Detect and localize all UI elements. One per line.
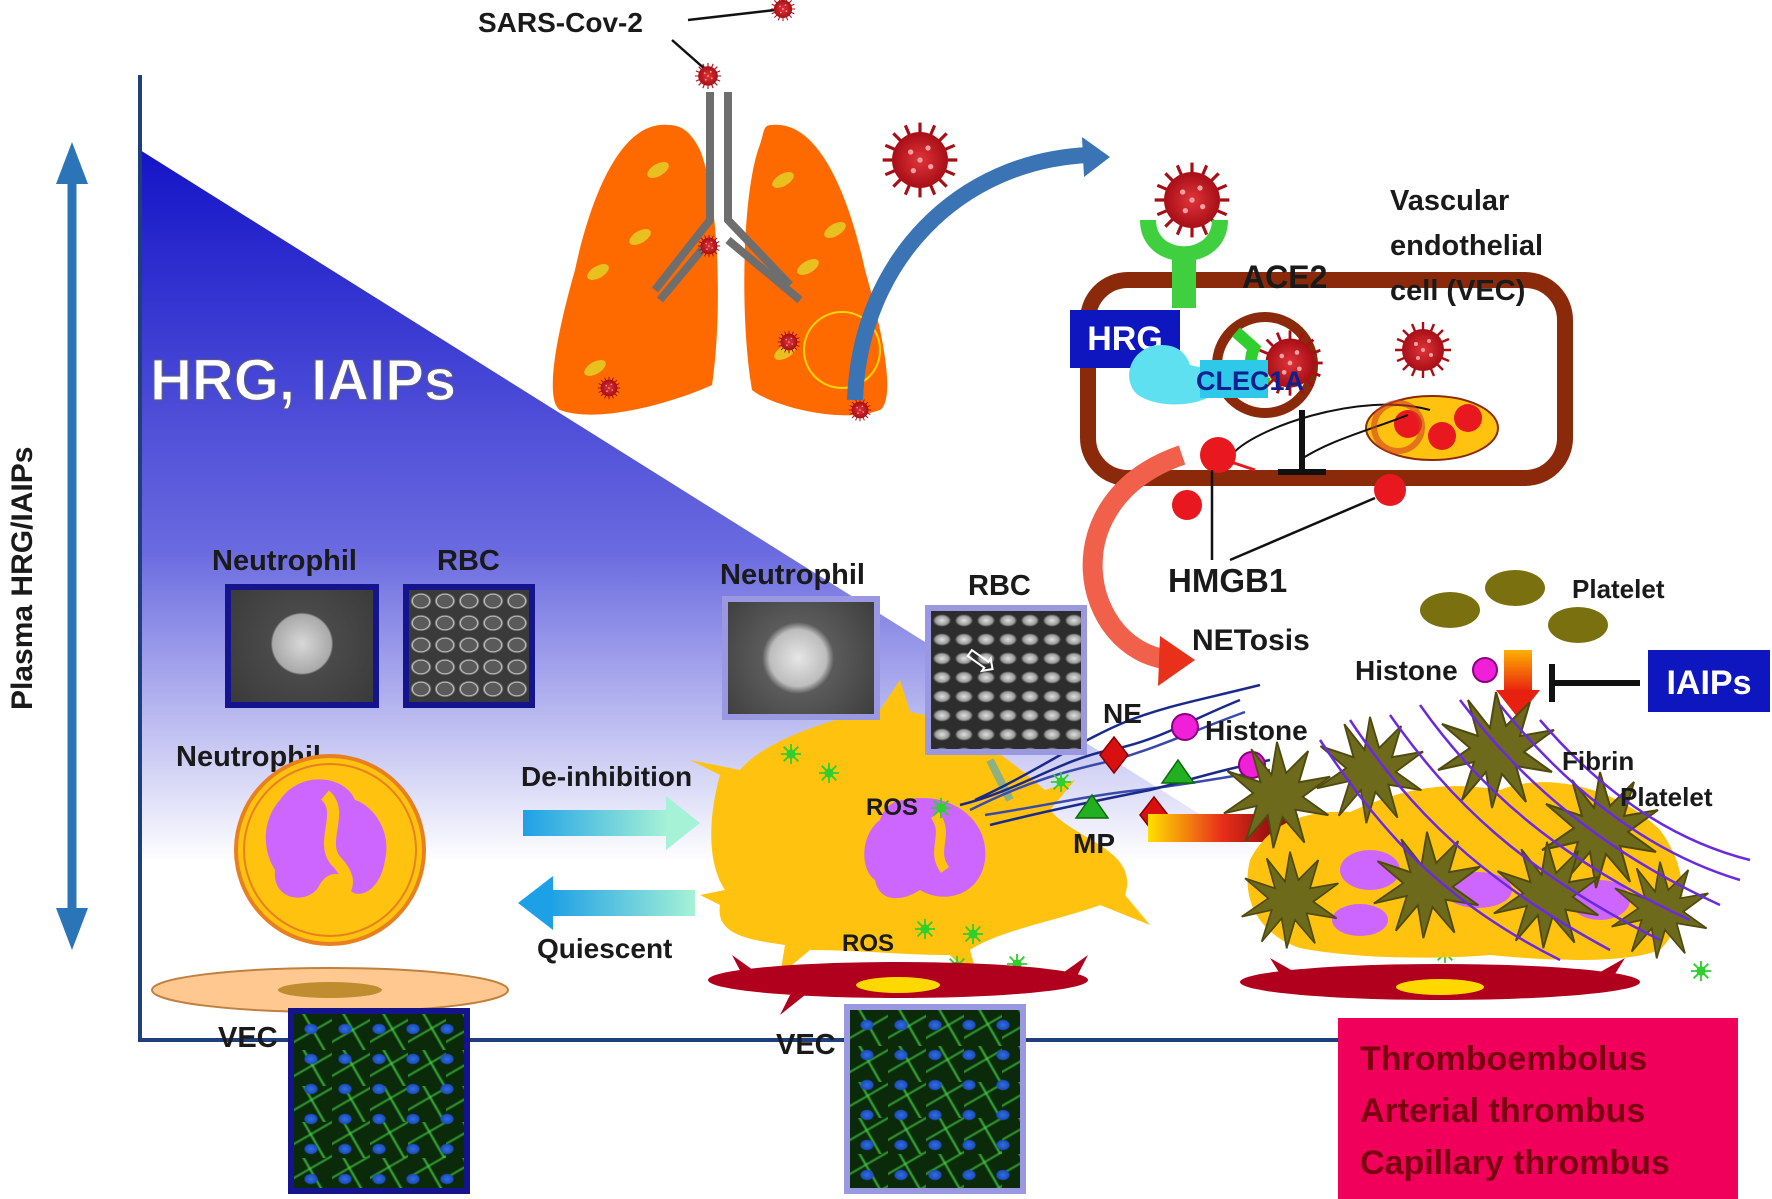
infection-arrow-icon [847,137,1110,401]
ros-icon [818,762,840,784]
virus-icon [881,121,959,199]
outcome-line-1: Thromboembolus [1360,1040,1647,1078]
left-neutrophil-img-label: Neutrophil [212,545,357,577]
clec1a-label: CLEC1A [1196,366,1304,396]
platelet-top-label: Platelet [1572,574,1665,604]
deinhibition-label: De-inhibition [521,761,692,792]
arrow-icon: ⇨ [954,632,1009,690]
left-vec-label: VEC [218,1022,278,1054]
clec1a-receptor-icon [1129,345,1268,405]
vec-title-line2: endothelial [1390,230,1543,262]
middle-vec-label: VEC [776,1029,836,1061]
ros-bottom-label: ROS [842,930,894,957]
middle-neutrophil-img-label: Neutrophil [720,559,865,591]
histone-right-label: Histone [1205,715,1308,746]
mp-icon [1160,758,1196,784]
ne-icon [1099,735,1129,775]
histone-icon [1472,657,1498,683]
vec-title-line1: Vascular [1390,185,1509,217]
vec-title-line3: cell (VEC) [1390,275,1525,307]
netosis-arrow-icon [1082,445,1195,686]
virus-icon [770,0,796,22]
outcome-box [1338,1018,1738,1199]
vascular-endothelial-cell [1080,272,1573,486]
mp-icon [1074,793,1110,819]
platelet-cluster [1420,570,1608,643]
ros-icon [962,923,984,945]
mp-label: MP [1073,828,1115,859]
vec-layer-middle [708,955,1088,1015]
gradient-label: HRG, IAIPs [150,348,456,413]
ace2-receptor-icon [1140,220,1228,308]
iaips-inhibition-icon [1549,664,1640,702]
platelet-right-label: Platelet [1620,782,1713,812]
y-axis-label: Plasma HRG/IAIPs [6,447,39,710]
ros-icon [1690,960,1712,982]
fibrin-label: Fibrin [1562,746,1634,776]
middle-rbc-img-label: RBC [968,570,1031,602]
outcome-line-3: Capillary thrombus [1360,1144,1670,1182]
virus-icon [694,62,722,90]
vec-micrograph-left [288,1008,470,1194]
ace2-label: ACE2 [1242,259,1327,295]
hmgb1-molecules [1172,437,1406,520]
virus-label: SARS-Cov-2 [478,7,643,38]
ros-icon [914,918,936,940]
ros-icon [780,743,802,765]
platelet-activation-arrow-icon [1496,650,1540,718]
histone-icon [1171,713,1199,741]
ros-icon [1050,771,1072,793]
quiescent-label: Quiescent [537,933,672,964]
lungs-illustration [552,92,888,422]
inhibition-icon [1278,410,1326,475]
ros-top-label: ROS [866,794,918,821]
quiescent-neutrophil [234,754,426,946]
double-arrow-icon [56,142,88,950]
netosis-label: NETosis [1192,624,1310,657]
activated-neutrophil [690,680,1150,985]
vec-layer-right [1240,958,1640,1000]
vec-micrograph-middle [844,1004,1026,1194]
iaips-box-label: IAIPs [1666,664,1751,702]
outcome-line-2: Arterial thrombus [1360,1092,1645,1130]
rbc-micrograph-aggregated: ⇨ [925,605,1087,755]
deinhibition-arrow-icon [523,796,700,850]
thrombus [1222,691,1751,962]
rbc-micrograph-normal [403,584,535,708]
ros-icon [930,797,952,819]
neutrophil-micrograph-activated [722,596,880,720]
left-rbc-img-label: RBC [437,545,500,577]
quiescent-arrow-icon [518,876,695,930]
hmgb1-label: HMGB1 [1168,562,1287,599]
neutrophil-micrograph-quiescent [225,584,379,708]
iaips-box [1648,650,1770,712]
ne-label: NE [1103,698,1142,729]
histone-left-label: Histone [1355,655,1458,686]
